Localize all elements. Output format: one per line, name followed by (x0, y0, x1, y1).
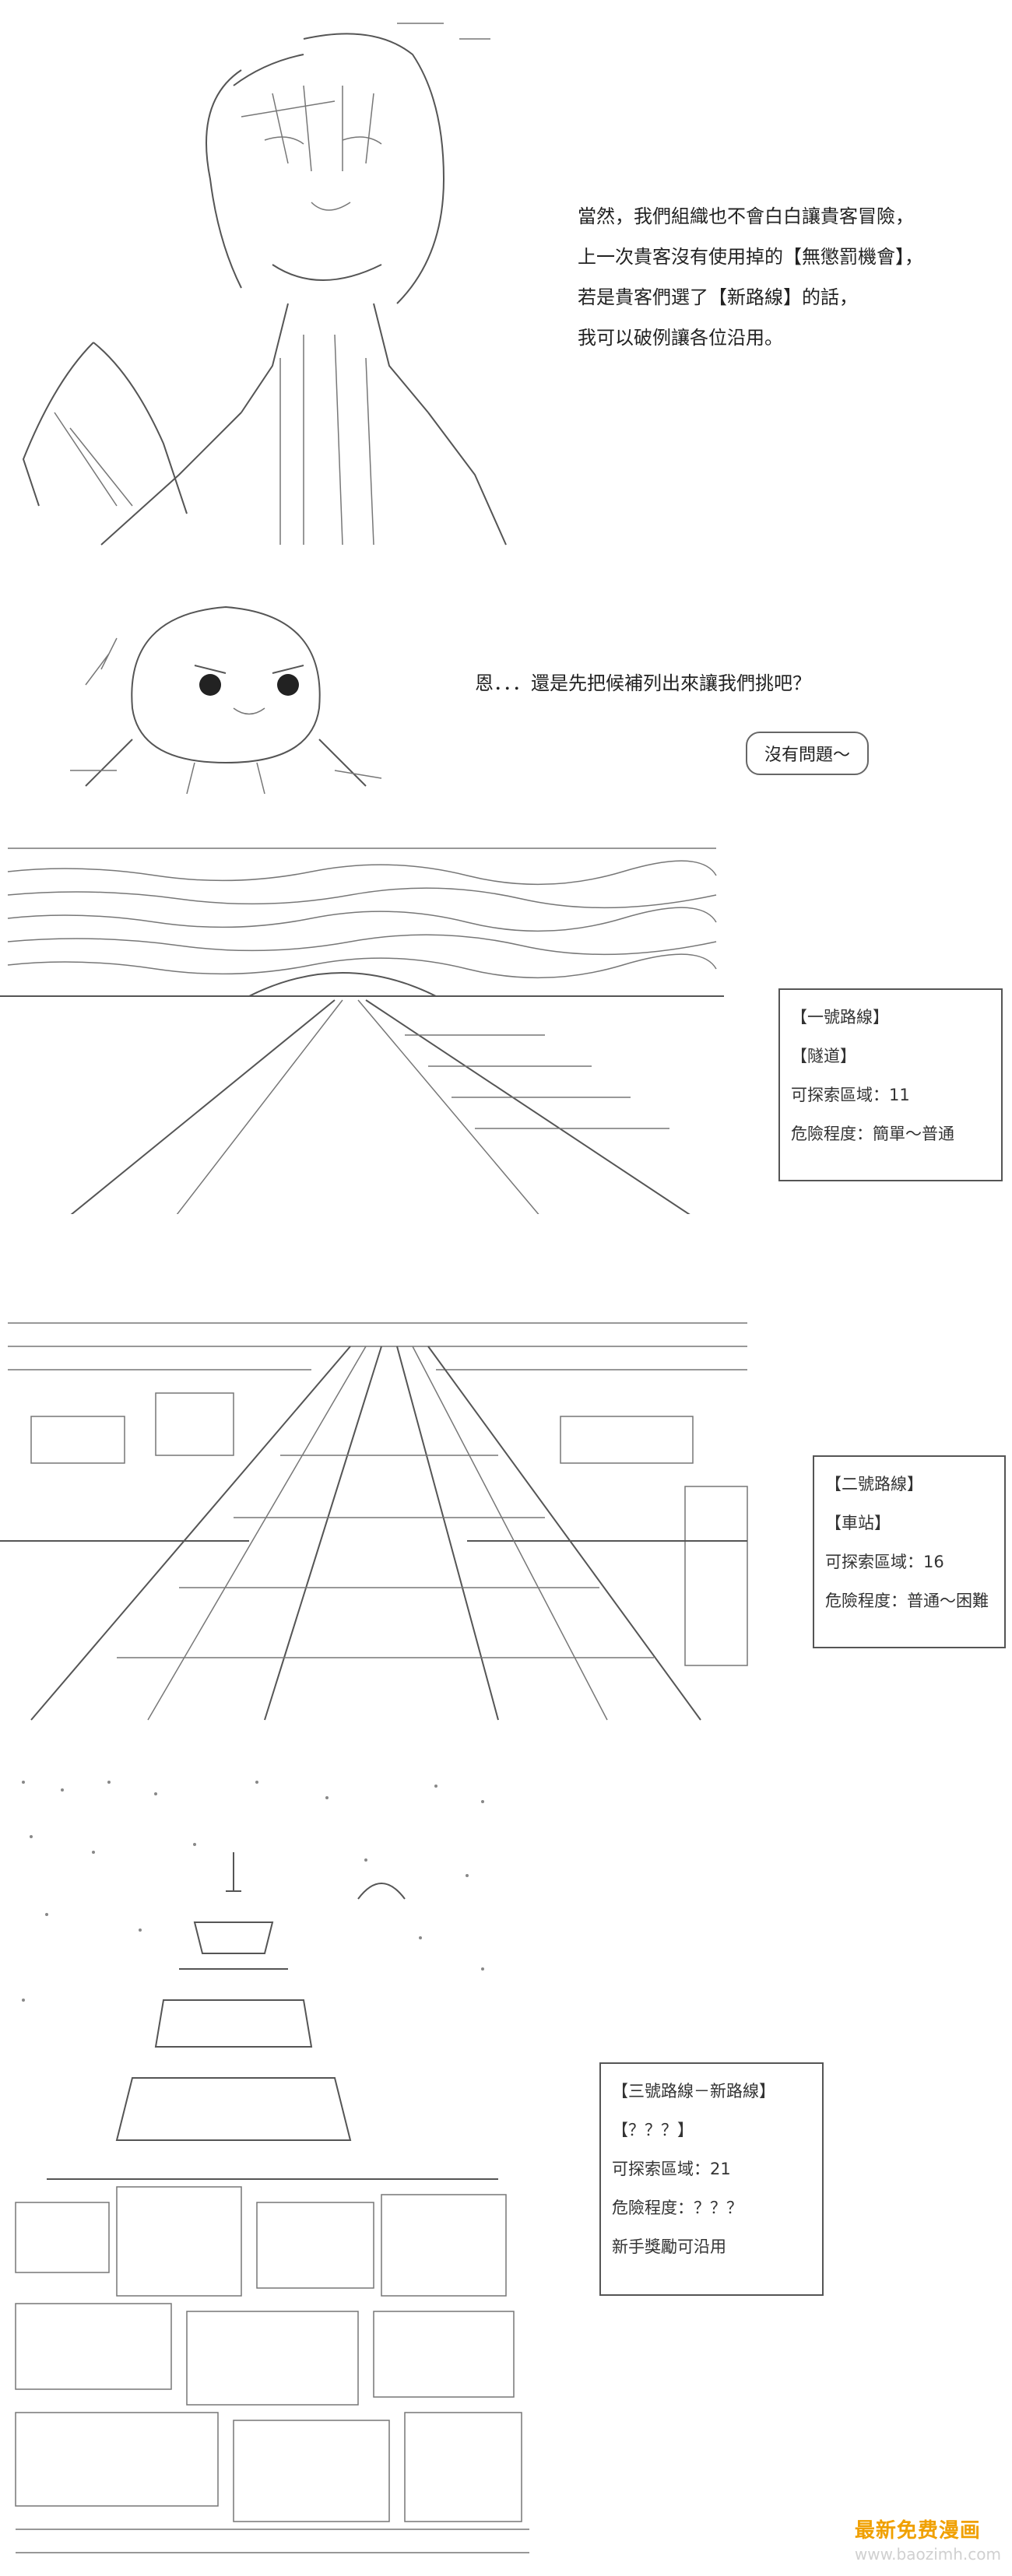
station-art (0, 1315, 755, 1735)
route-2-infobox: 【二號路線】 【車站】 可探索區域：16 危險程度：普通～困難 (813, 1455, 1006, 1648)
panel-intro: 當然，我們組織也不會白白讓貴客冒險， 上一次貴客沒有使用掉的【無懲罰機會】， 若… (0, 0, 1012, 568)
route-2-area: 可探索區域：16 (825, 1553, 944, 1571)
tunnel-art (0, 833, 724, 1214)
route-2-title: 【二號路線】 (825, 1475, 923, 1493)
narration-line-1: 當然，我們組織也不會白白讓貴客冒險， (578, 205, 914, 227)
route-3-bonus: 新手獎勵可沿用 (612, 2237, 726, 2256)
route-3-title: 【三號路線－新路線】 (612, 2082, 775, 2100)
route-3-infobox: 【三號路線－新路線】 【？？？】 可探索區域：21 危險程度：？？？ 新手獎勵可… (599, 2062, 824, 2296)
route-1-danger: 危險程度：簡單～普通 (791, 1125, 954, 1143)
panel-mascot: 恩．．．還是先把候補列出來讓我們挑吧？ 沒有問題～ (0, 568, 1012, 809)
site-watermark[interactable]: 最新免费漫画 www.baozimh.com (855, 2515, 1001, 2564)
mascot-art (39, 584, 428, 802)
panel-route-2: 【二號路線】 【車站】 可探索區域：16 危險程度：普通～困難 (0, 1315, 1012, 1735)
watermark-title: 最新免费漫画 (854, 2519, 981, 2543)
unknown-tower-art (0, 1767, 545, 2568)
route-3-name: 【？？？】 (612, 2121, 694, 2139)
narration-line-4: 我可以破例讓各位沿用。 (578, 327, 783, 349)
route-1-infobox: 【一號路線】 【隧道】 可探索區域：11 危險程度：簡單～普通 (778, 988, 1003, 1181)
route-3-danger: 危險程度：？？？ (612, 2199, 743, 2217)
narration-line-2: 上一次貴客沒有使用掉的【無懲罰機會】， (578, 246, 923, 268)
route-1-area: 可探索區域：11 (791, 1086, 910, 1104)
panel-route-3: 【三號路線－新路線】 【？？？】 可探索區域：21 危險程度：？？？ 新手獎勵可… (0, 1767, 1012, 2576)
mascot-speech: 恩．．．還是先把候補列出來讓我們挑吧？ (475, 672, 811, 694)
route-1-title: 【一號路線】 (791, 1008, 889, 1027)
route-1-name: 【隧道】 (791, 1047, 856, 1065)
watermark-url: www.baozimh.com (854, 2545, 1001, 2564)
route-2-danger: 危險程度：普通～困難 (825, 1592, 989, 1610)
panel-route-1: 【一號路線】 【隧道】 可探索區域：11 危險程度：簡單～普通 (0, 825, 1012, 1214)
reply-bubble: 沒有問題～ (746, 732, 870, 775)
narration-line-3: 若是貴客們選了【新路線】的話， (578, 286, 858, 308)
character-art (8, 8, 522, 560)
route-2-name: 【車站】 (825, 1514, 891, 1532)
route-3-area: 可探索區域：21 (612, 2160, 731, 2178)
